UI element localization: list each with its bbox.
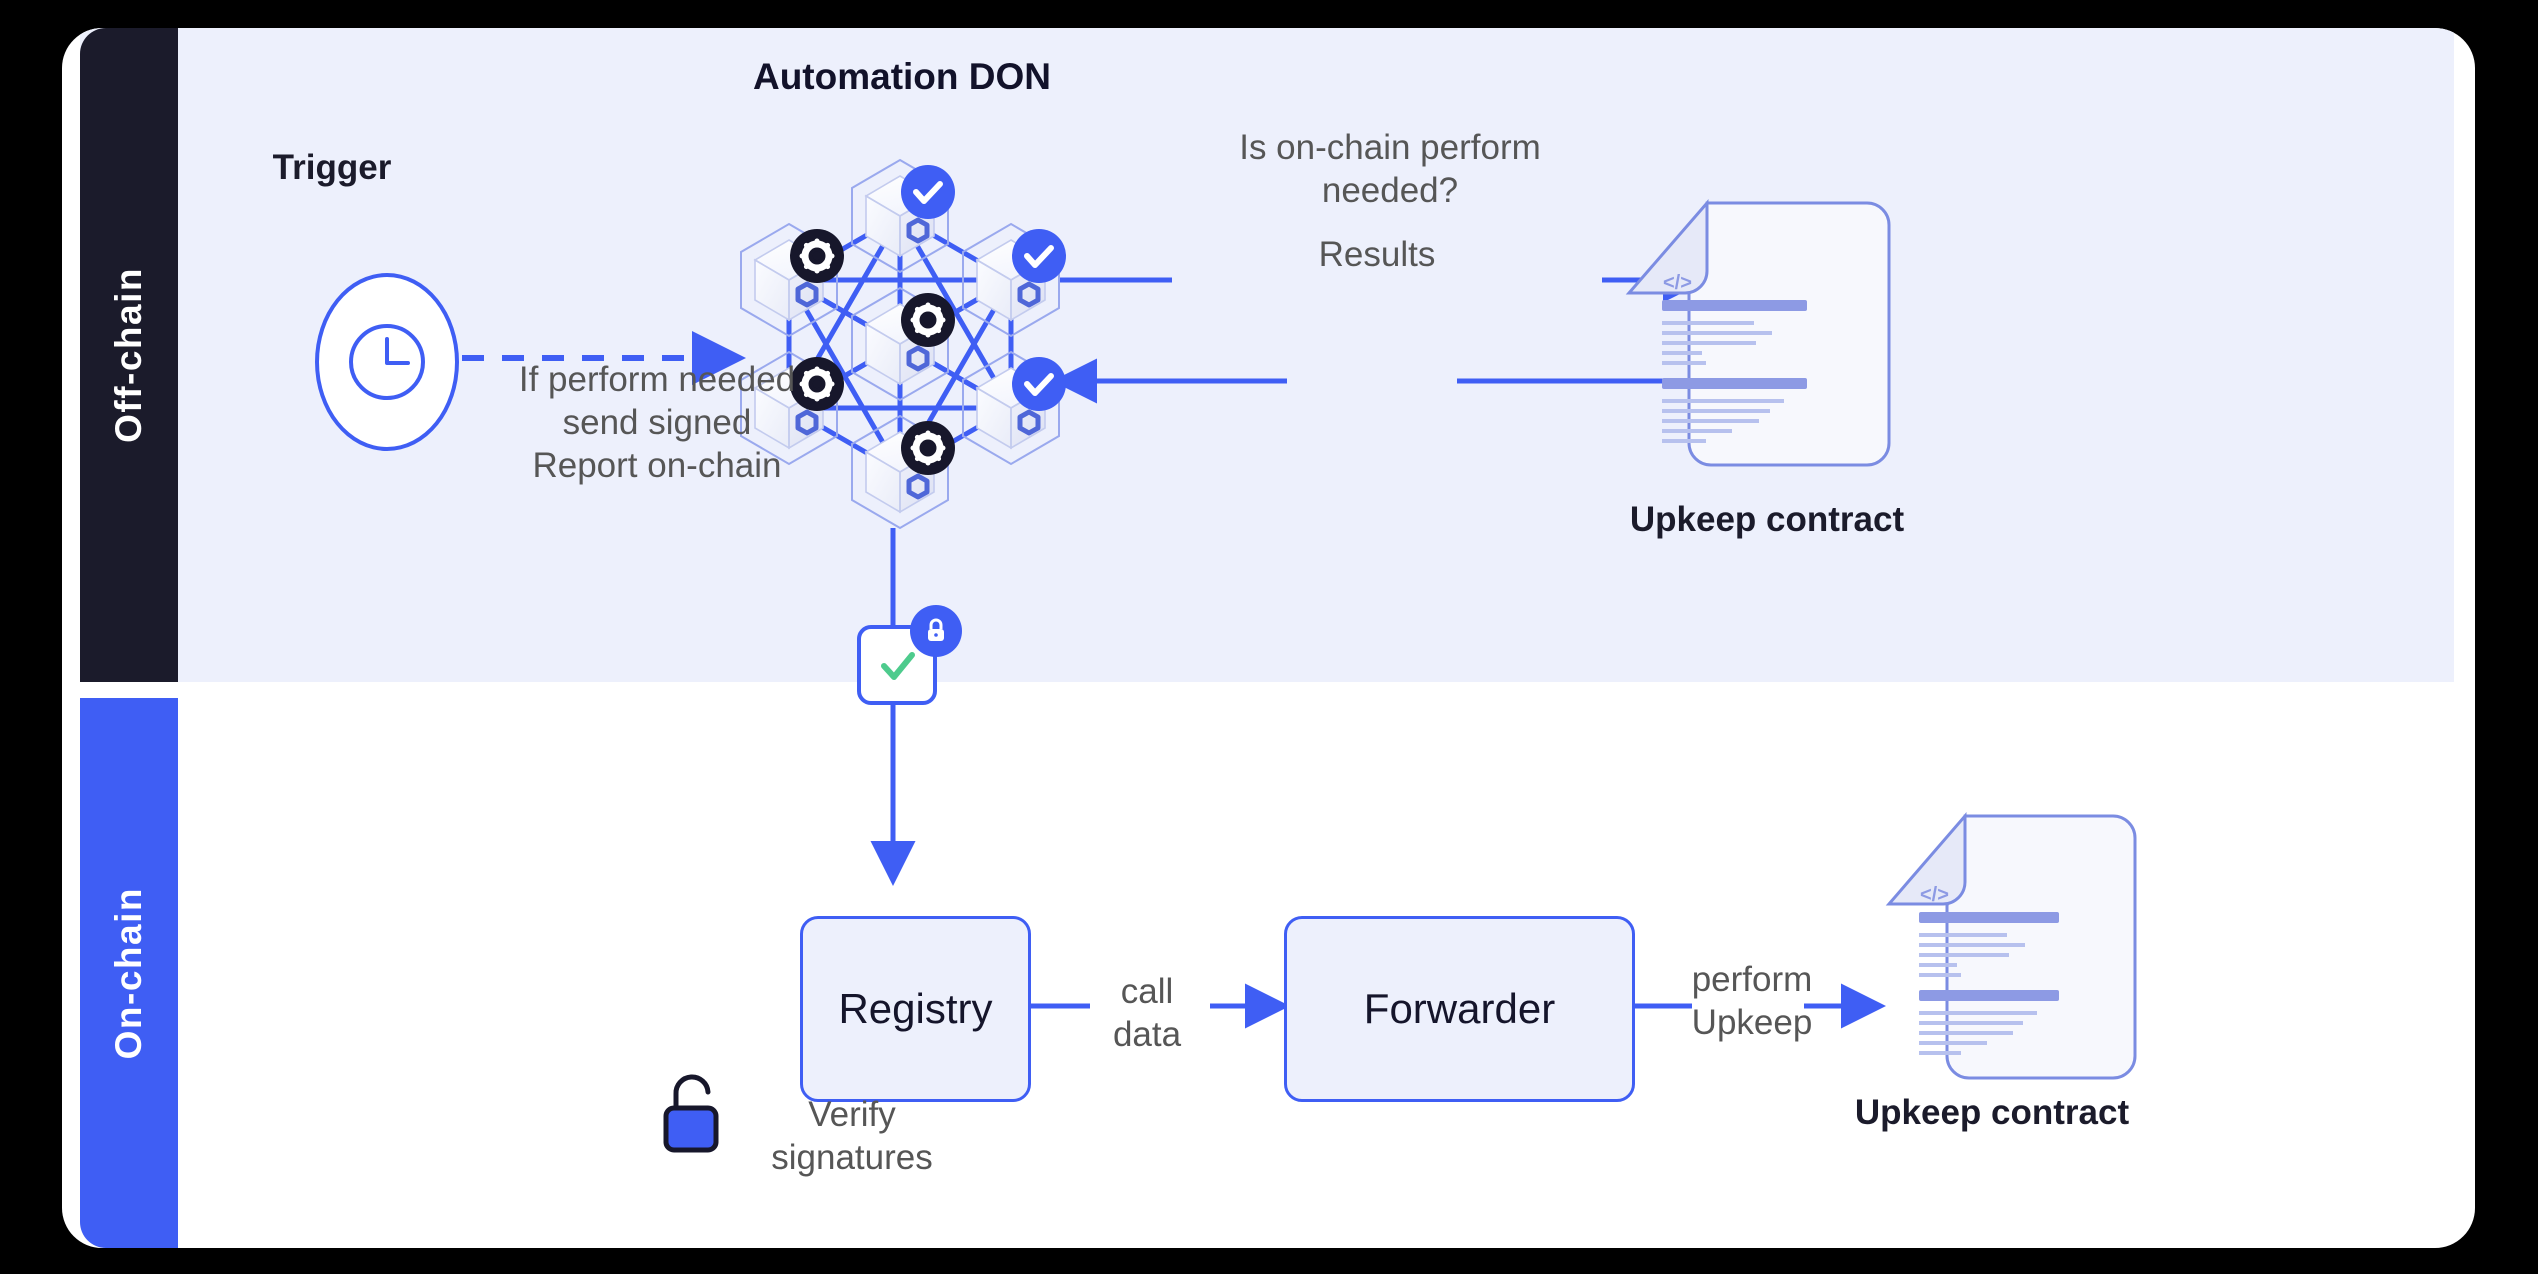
call-data-label: call data bbox=[1112, 972, 1182, 1054]
verify-signatures-label: Verify signatures bbox=[771, 1095, 933, 1177]
trigger-node[interactable] bbox=[315, 273, 459, 451]
trigger-label: Trigger bbox=[272, 148, 392, 187]
clock-icon bbox=[349, 324, 425, 400]
perform-upkeep-label: perform Upkeep bbox=[1691, 960, 1813, 1042]
results-label: Results bbox=[1318, 235, 1436, 274]
upkeep-contract-label-offchain: Upkeep contract bbox=[1629, 500, 1905, 539]
forwarder-box[interactable]: Forwarder bbox=[1284, 916, 1635, 1102]
upkeep-contract-document-onchain[interactable]: </> bbox=[1885, 811, 2137, 1080]
lock-closed-icon bbox=[928, 618, 944, 641]
onchain-band-label: On-chain bbox=[108, 886, 149, 1060]
question-label: Is on-chain perform needed? bbox=[1239, 128, 1541, 210]
don-title: Automation DON bbox=[752, 56, 1052, 97]
upkeep-contract-label-onchain: Upkeep contract bbox=[1854, 1093, 2130, 1132]
lock-open-icon bbox=[663, 1074, 719, 1153]
onchain-band: On-chain bbox=[80, 698, 178, 1248]
offchain-band-label: Off-chain bbox=[108, 267, 149, 443]
forwarder-label: Forwarder bbox=[1363, 985, 1556, 1032]
registry-box[interactable]: Registry bbox=[800, 916, 1031, 1102]
diagram-card: Off-chain On-chain Trigger Automation DO… bbox=[62, 28, 2475, 1248]
code-glyph-icon: </> bbox=[1920, 884, 1949, 906]
report-note-label: If perform needed send signed Report on-… bbox=[518, 360, 796, 485]
registry-label: Registry bbox=[838, 985, 993, 1032]
check-icon bbox=[881, 652, 915, 680]
signed-report-lock-badge bbox=[910, 605, 962, 657]
offchain-band: Off-chain bbox=[80, 28, 178, 682]
